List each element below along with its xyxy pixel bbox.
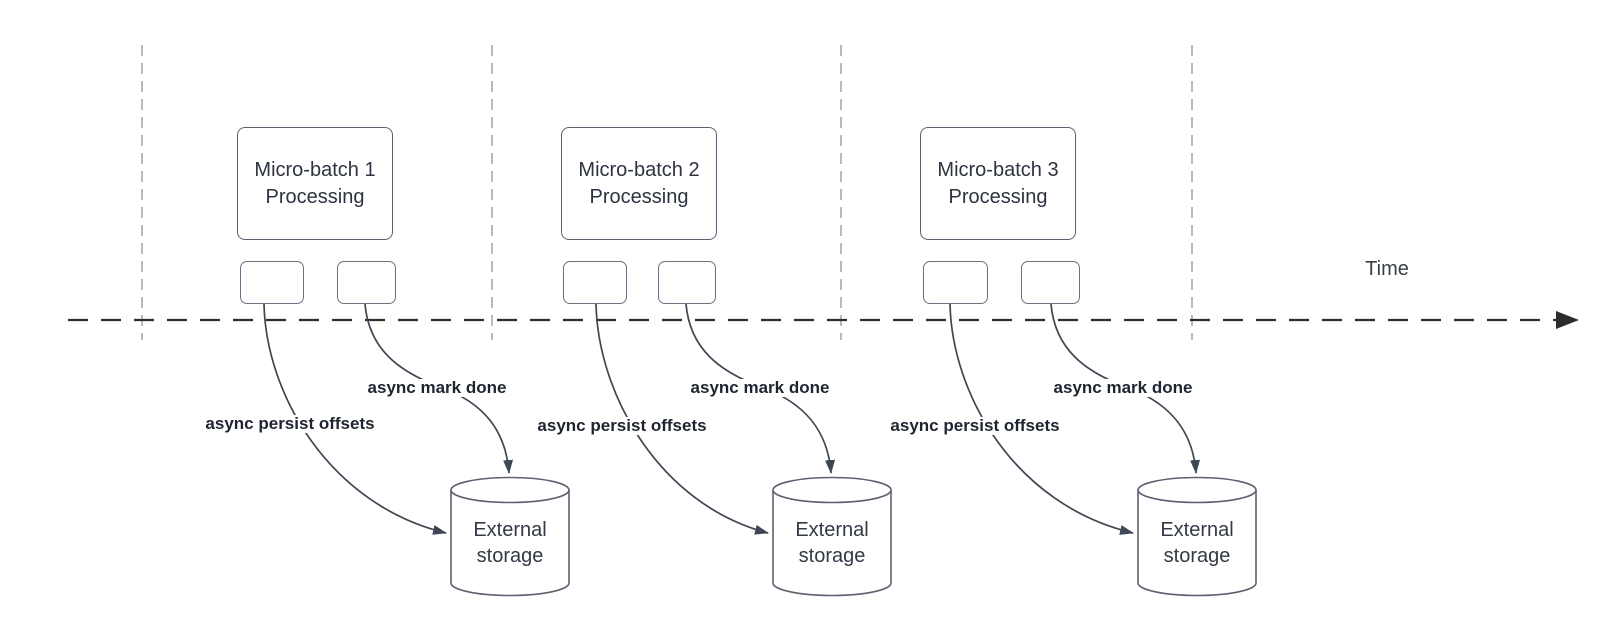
external-storage-cylinder-2 [772, 476, 892, 597]
mark-done-task-box-1 [337, 261, 396, 304]
async-mark-done-label-1: async mark done [364, 379, 510, 397]
external-storage-label-2: External storage [795, 519, 869, 567]
time-axis-label: Time [1365, 258, 1409, 280]
async-persist-offsets-label-3: async persist offsets [887, 417, 1063, 435]
async-persist-offsets-label-1: async persist offsets [202, 415, 378, 433]
persist-offsets-task-box-3 [923, 261, 988, 304]
async-persist-offsets-label-2: async persist offsets [534, 417, 710, 435]
persist-offsets-task-box-2 [563, 261, 627, 304]
mark-done-task-box-2 [658, 261, 716, 304]
async-mark-done-label-3: async mark done [1050, 379, 1196, 397]
micro-batch-3-processing-box: Micro-batch 3 Processing [920, 127, 1076, 240]
micro-batch-2-processing-box: Micro-batch 2 Processing [561, 127, 717, 240]
external-storage-label-3: External storage [1160, 519, 1234, 567]
mark-done-task-box-3 [1021, 261, 1080, 304]
external-storage-cylinder-1 [450, 476, 570, 597]
time-axis-arrowhead [1556, 311, 1579, 329]
async-persist-offsets-arrow-3 [949, 303, 1134, 535]
external-storage-label-1: External storage [473, 519, 547, 567]
async-persist-offsets-arrow-2 [595, 303, 769, 535]
micro-batch-1-processing-box: Micro-batch 1 Processing [237, 127, 393, 240]
persist-offsets-task-box-1 [240, 261, 304, 304]
async-persist-offsets-arrow-1 [263, 303, 447, 535]
external-storage-cylinder-3 [1137, 476, 1257, 597]
async-mark-done-label-2: async mark done [687, 379, 833, 397]
